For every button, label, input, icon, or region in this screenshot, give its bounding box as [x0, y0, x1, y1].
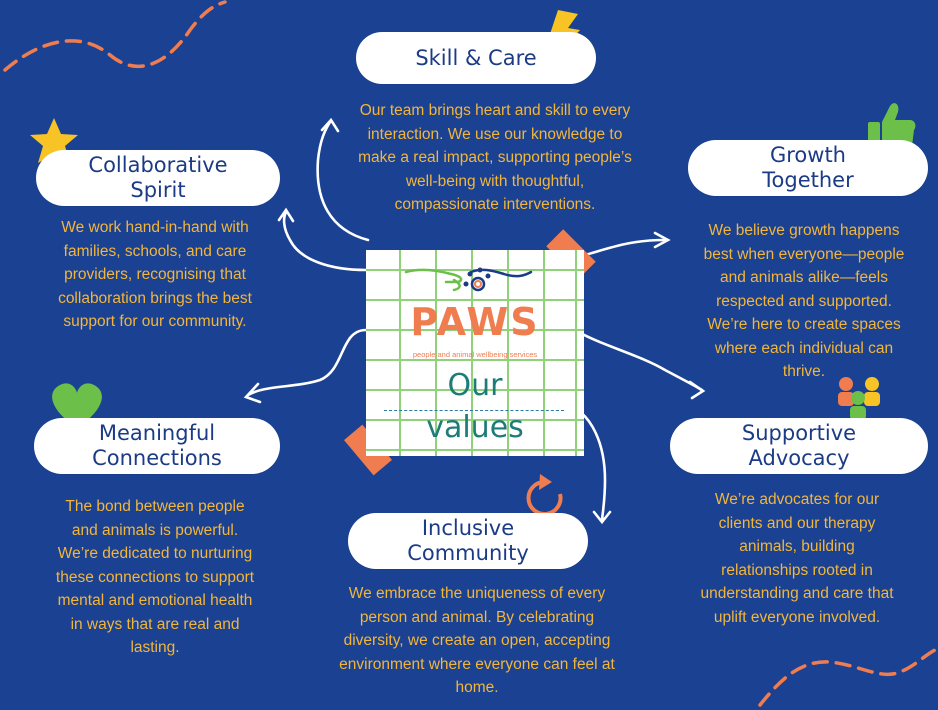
- supportive-pill: Supportive Advocacy: [670, 418, 928, 474]
- arrow-to-growth: [583, 238, 667, 257]
- collaborative-title-line1: Collaborative: [88, 153, 228, 177]
- growth-title-line2: Together: [762, 168, 854, 192]
- arrow-to-collab: [282, 210, 368, 272]
- title-divider: [384, 410, 564, 411]
- inclusive-text: We embrace the uniqueness of every perso…: [339, 585, 615, 696]
- dashed-curve-bottom-right: [758, 648, 937, 707]
- meaningful-title-line1: Meaningful: [98, 421, 216, 445]
- center-card: PAWS people and animal wellbeing service…: [366, 250, 584, 456]
- supportive-title-line1: Supportive: [741, 421, 857, 445]
- collaborative-text: We work hand-in-hand with families, scho…: [58, 219, 252, 330]
- refresh-icon: [526, 479, 563, 516]
- arrow-to-meaningful: [246, 328, 368, 397]
- paws-logo-subtext: people and animal wellbeing services: [412, 350, 538, 359]
- meaningful-text: The bond between people and animals is p…: [55, 498, 255, 656]
- our-values-title-line2: values: [426, 410, 524, 445]
- hand-paw-logo-icon: [404, 267, 533, 292]
- supportive-text: We’re advocates for our clients and our …: [700, 491, 894, 626]
- growth-pill: Growth Together: [688, 140, 928, 196]
- growth-text: We believe growth happens best when ever…: [703, 222, 905, 380]
- meaningful-title-line2: Connections: [92, 446, 222, 470]
- inclusive-title-line2: Community: [407, 541, 529, 565]
- collaborative-pill: Collaborative Spirit: [36, 150, 280, 206]
- skill-care-title: Skill & Care: [415, 45, 537, 70]
- paws-logo-text: PAWS: [410, 300, 540, 344]
- inclusive-pill: Inclusive Community: [348, 513, 588, 569]
- inclusive-title-line1: Inclusive: [421, 516, 515, 540]
- skill-care-text: Our team brings heart and skill to every…: [358, 102, 632, 213]
- skill-care-pill: Skill & Care: [356, 32, 596, 84]
- grid-pattern: [366, 250, 584, 456]
- supportive-title-line2: Advocacy: [748, 446, 850, 470]
- dashed-curve-top-left: [3, 0, 227, 72]
- growth-title-line1: Growth: [769, 143, 846, 167]
- meaningful-pill: Meaningful Connections: [34, 418, 280, 474]
- collaborative-title-line2: Spirit: [130, 178, 186, 202]
- our-values-title-line1: Our: [447, 368, 503, 403]
